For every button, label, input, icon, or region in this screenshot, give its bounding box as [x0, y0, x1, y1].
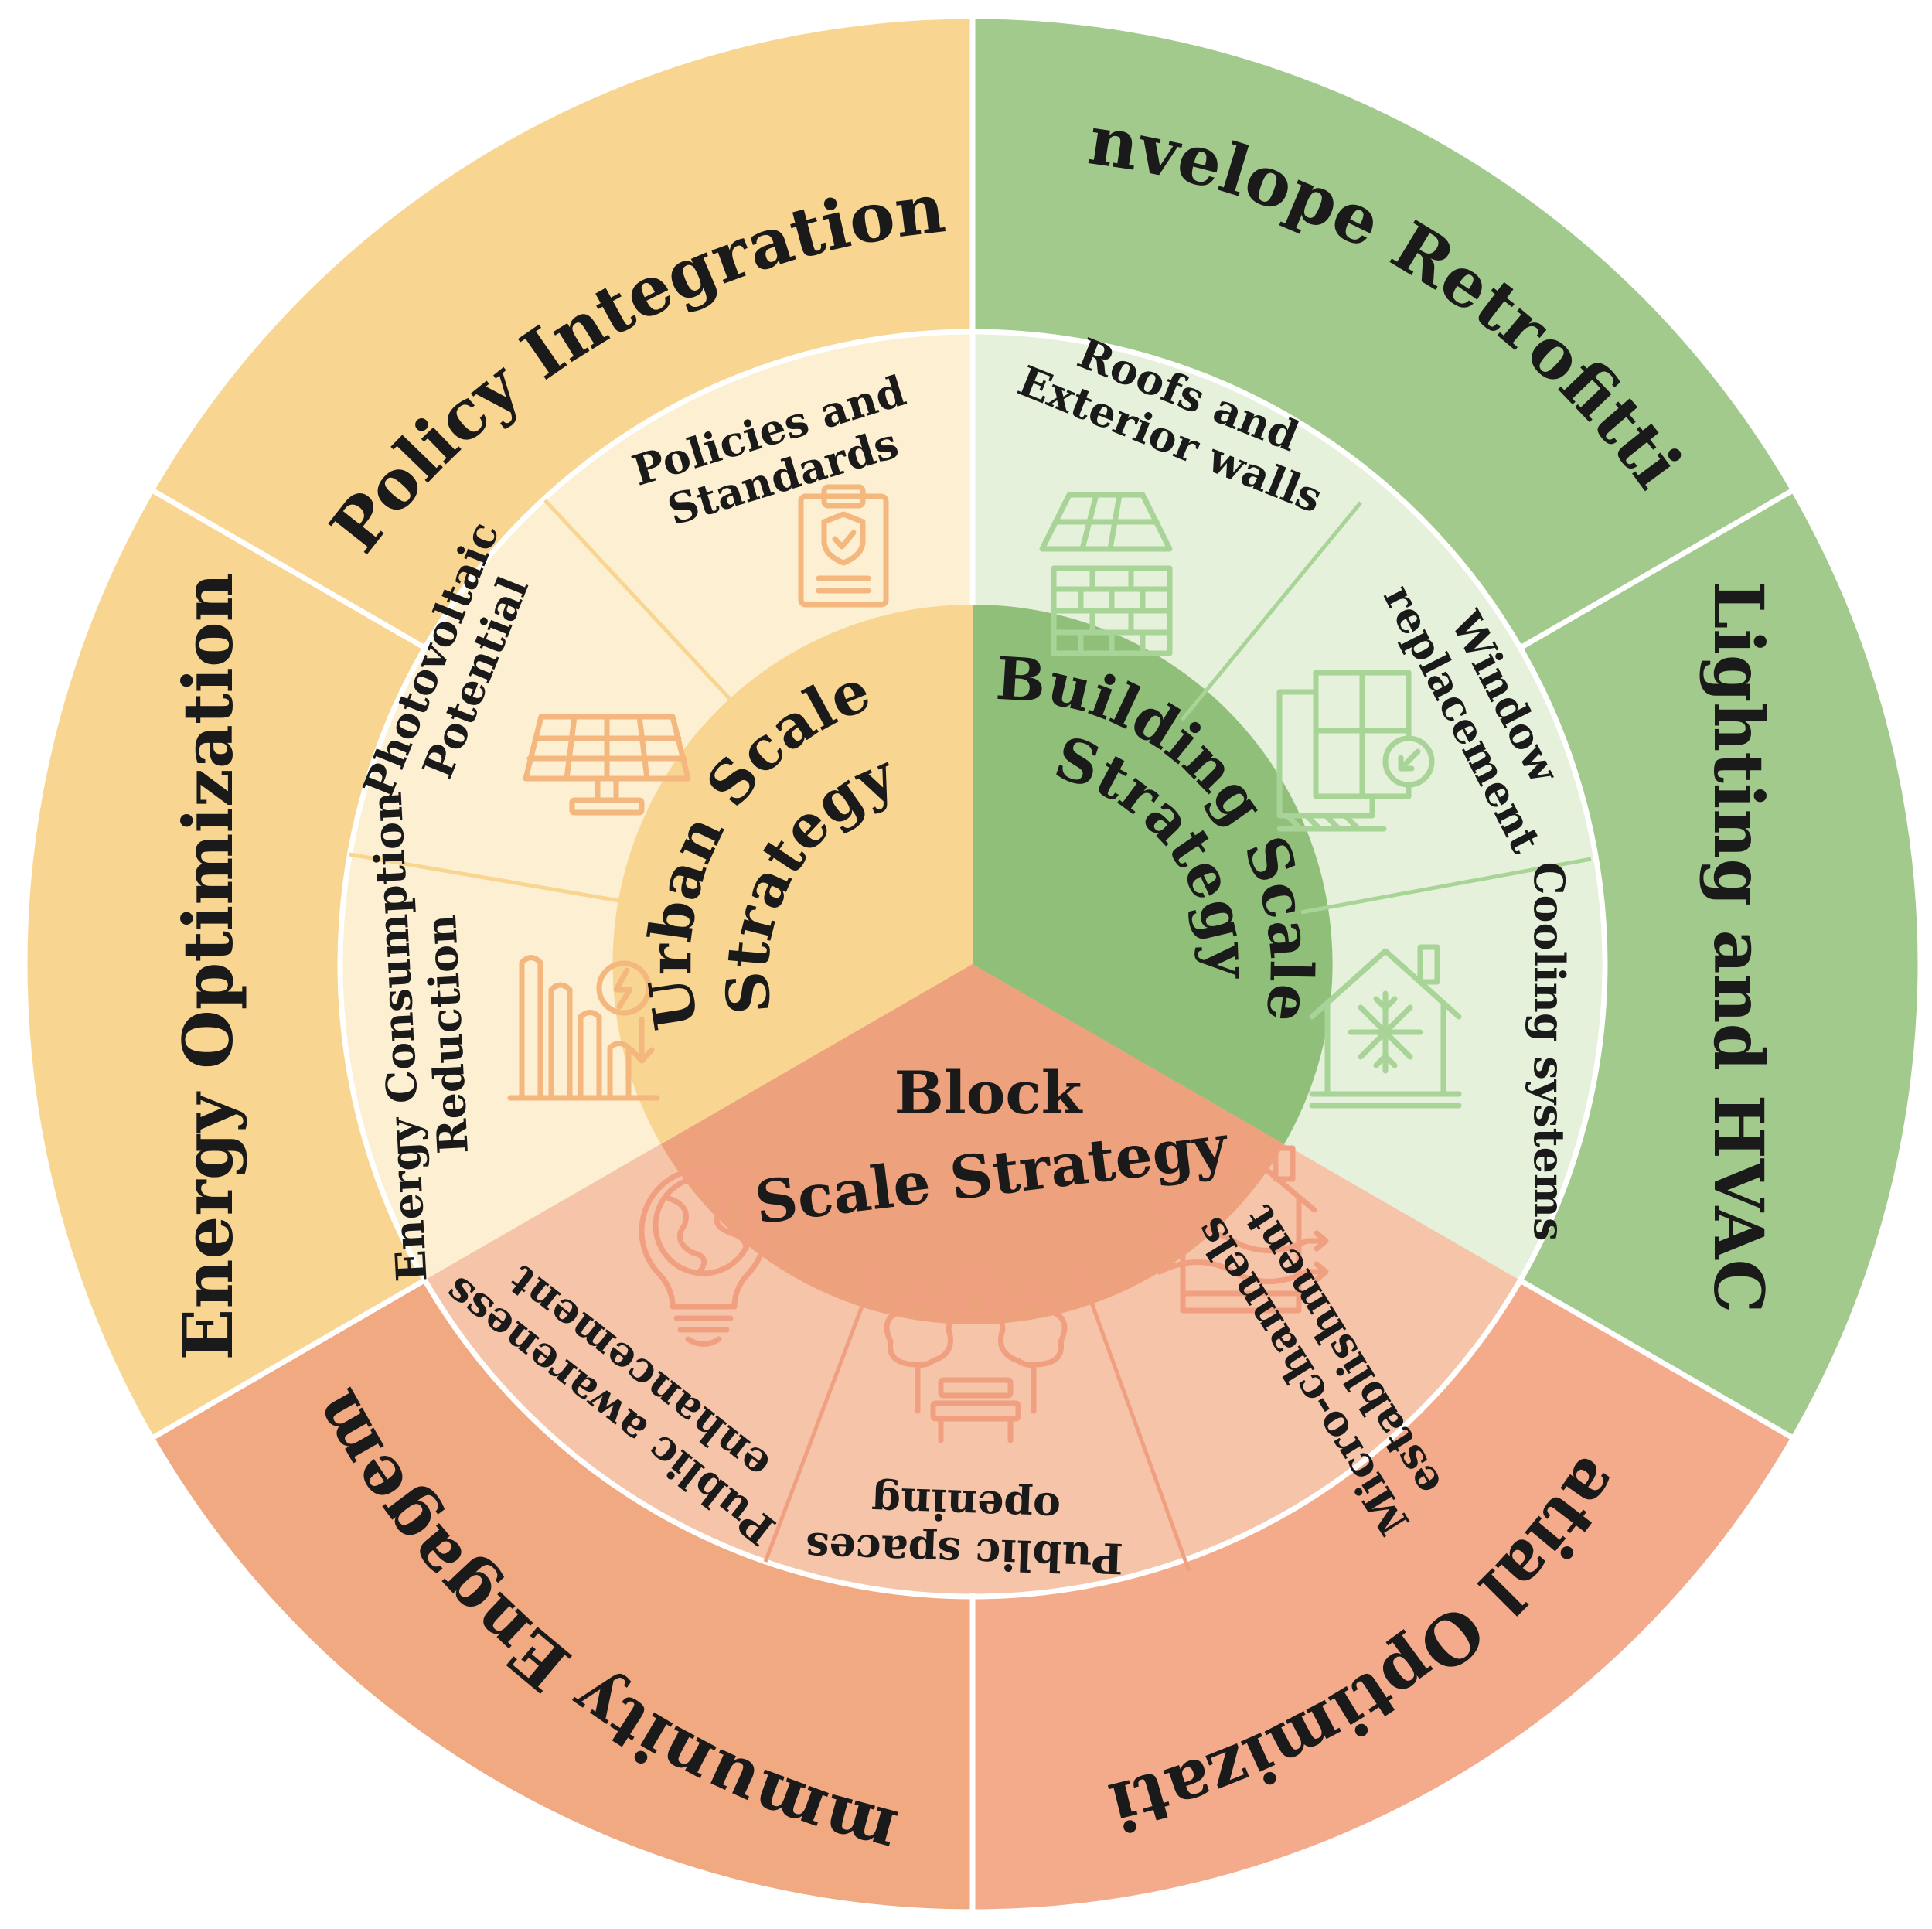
- house-airflow-icon: [1157, 1145, 1329, 1314]
- center-label-block-line-1: Block: [894, 1058, 1083, 1127]
- mid-label-spaces-line-1: Public spaces: [805, 1523, 1124, 1583]
- center-sector-building: [973, 604, 1333, 1144]
- center-sector-urban: [612, 604, 973, 1144]
- clipboard-shield-icon: [798, 484, 889, 608]
- solar-panel-icon: [523, 714, 691, 816]
- park-bench-trees-icon: [884, 1270, 1068, 1443]
- outer-label-energy-optimization: Energy Optimization: [168, 572, 248, 1360]
- lightbulb-globe-icon: [639, 1166, 768, 1347]
- center-disc: [612, 604, 1333, 1325]
- house-snowflake-icon: [1309, 944, 1462, 1109]
- energy-bar-chart-icon: [507, 955, 660, 1101]
- mid-label-cooling-systems: Cooling systems: [1525, 862, 1574, 1242]
- mid-label-spaces-line-2: opening: [871, 1477, 1061, 1534]
- mid-label-cooling-line-1: Cooling systems: [1525, 862, 1574, 1242]
- window-icon: [1276, 670, 1435, 832]
- roof-wall-icon: [1039, 492, 1173, 656]
- ring-dividers: [22, 13, 1923, 1915]
- center-sector-block: [661, 964, 1284, 1325]
- outer-label-lighting-hvac: Lighting and HVAC: [1699, 581, 1779, 1313]
- middle-ring-dividers: [349, 499, 1592, 1572]
- mid-label-public-spaces: Public spaces opening: [805, 1477, 1124, 1583]
